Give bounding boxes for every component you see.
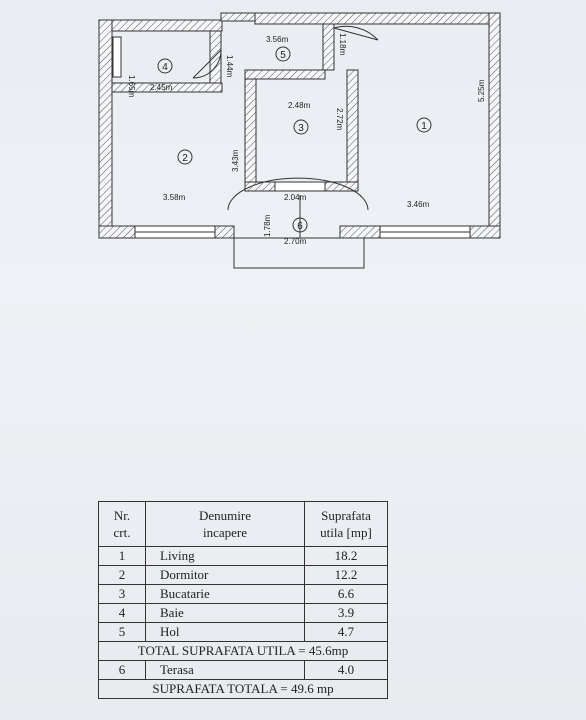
area-table: Nr. crt. Denumire incapere Suprafata uti… [98, 501, 388, 699]
total-useful: TOTAL SUPRAFATA UTILA = 45.6mp [98, 641, 388, 661]
dim-terrace-side: 1.78m [263, 214, 272, 237]
room-number-3: 3 [298, 123, 304, 134]
header-area-1: Suprafata [321, 508, 371, 523]
header-name-2: incapere [202, 525, 248, 540]
dim-terrace-bottom: 2.70m [284, 237, 307, 246]
table-row: 3 Bucatarie 6.6 [98, 584, 388, 604]
dim-bath-side: 1.65m [127, 75, 136, 98]
total-area: SUPRAFATA TOTALA = 49.6 mp [98, 679, 388, 699]
windows [112, 36, 471, 239]
dim-kitchen-side: 2.72m [335, 108, 344, 131]
row-nr: 4 [98, 603, 146, 623]
terrace [233, 237, 365, 269]
dim-bath-top: 2.45m [150, 83, 173, 92]
dim-bedroom-side: 3.43m [231, 149, 240, 172]
dim-hall-top: 3.56m [266, 35, 289, 44]
row-nr: 5 [98, 622, 146, 642]
row-area: 4.7 [304, 622, 388, 642]
row-area: 6.6 [304, 584, 388, 604]
table-row: 6 Terasa 4.0 [98, 660, 388, 680]
header-name-1: Denumire [199, 508, 251, 523]
table-row: 5 Hol 4.7 [98, 622, 388, 642]
table-header: Nr. crt. Denumire incapere Suprafata uti… [98, 501, 388, 547]
dim-hall-side: 1.18m [338, 33, 347, 56]
row-area: 3.9 [304, 603, 388, 623]
table-row: 4 Baie 3.9 [98, 603, 388, 623]
dim-bath-door: 1.44m [225, 55, 234, 78]
row-name: Bucatarie [145, 584, 305, 604]
dim-living-bottom: 3.46m [407, 200, 430, 209]
row-name: Baie [145, 603, 305, 623]
dim-bedroom-bottom: 3.58m [163, 193, 186, 202]
room-number-4: 4 [162, 62, 168, 73]
room-numbers [157, 46, 432, 233]
doors [192, 25, 379, 238]
dim-kitchen-bottom: 2.04m [284, 193, 307, 202]
dim-kitchen-top: 2.48m [288, 101, 311, 110]
row-area: 4.0 [304, 660, 388, 680]
row-nr: 6 [98, 660, 146, 680]
row-nr: 2 [98, 565, 146, 585]
room-number-5: 5 [280, 50, 286, 61]
row-nr: 1 [98, 546, 146, 566]
row-nr: 3 [98, 584, 146, 604]
row-area: 18.2 [304, 546, 388, 566]
row-name: Living [145, 546, 305, 566]
table-row: 1 Living 18.2 [98, 546, 388, 566]
row-name: Terasa [145, 660, 305, 680]
total-row: SUPRAFATA TOTALA = 49.6 mp [98, 679, 388, 699]
header-area-2: utila [mp] [320, 525, 372, 540]
total-useful-row: TOTAL SUPRAFATA UTILA = 45.6mp [98, 641, 388, 661]
dimension-labels: 2.45m 1.65m 1.44m 3.56m 1.18m 2.48m 2.72… [127, 33, 486, 246]
header-nr: Nr. [113, 508, 131, 523]
row-name: Dormitor [145, 565, 305, 585]
dim-living-side: 5.25m [477, 79, 486, 102]
table-row: 2 Dormitor 12.2 [98, 565, 388, 585]
room-number-2: 2 [182, 153, 188, 164]
row-name: Hol [145, 622, 305, 642]
floor-plan: 2.45m 1.65m 1.44m 3.56m 1.18m 2.48m 2.72… [98, 12, 501, 269]
row-area: 12.2 [304, 565, 388, 585]
room-number-6: 6 [297, 221, 303, 232]
room-number-1: 1 [421, 121, 427, 132]
header-crt: crt. [113, 525, 131, 540]
